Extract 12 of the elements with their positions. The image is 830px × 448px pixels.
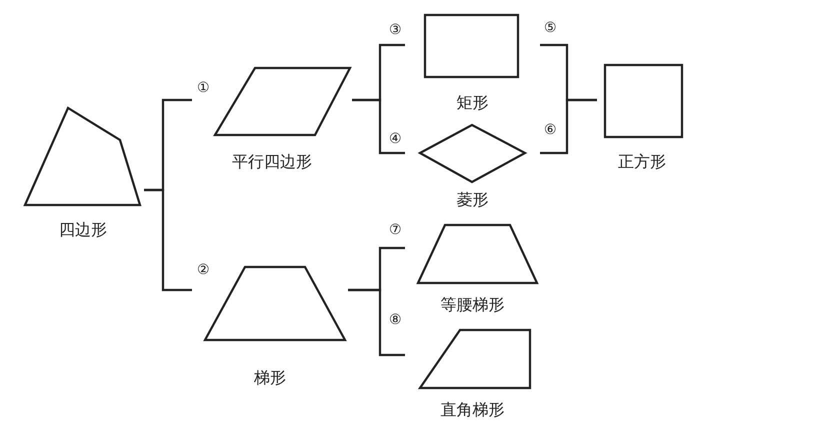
shape-name: 梯形 <box>253 368 287 388</box>
shape-name: 直角梯形 <box>440 400 506 420</box>
shape-name: 平行四边形 <box>231 152 313 172</box>
shape-name: 正方形 <box>617 152 667 172</box>
shape-name: 矩形 <box>456 93 490 113</box>
shape-name: 菱形 <box>456 190 490 210</box>
shape-name: 四边形 <box>58 220 108 240</box>
bracket-connector <box>144 188 192 292</box>
bracket-connector <box>540 98 597 154</box>
bracket-connector <box>348 288 405 356</box>
shape-name: 等腰梯形 <box>440 295 506 315</box>
bracket-connector <box>352 98 405 154</box>
